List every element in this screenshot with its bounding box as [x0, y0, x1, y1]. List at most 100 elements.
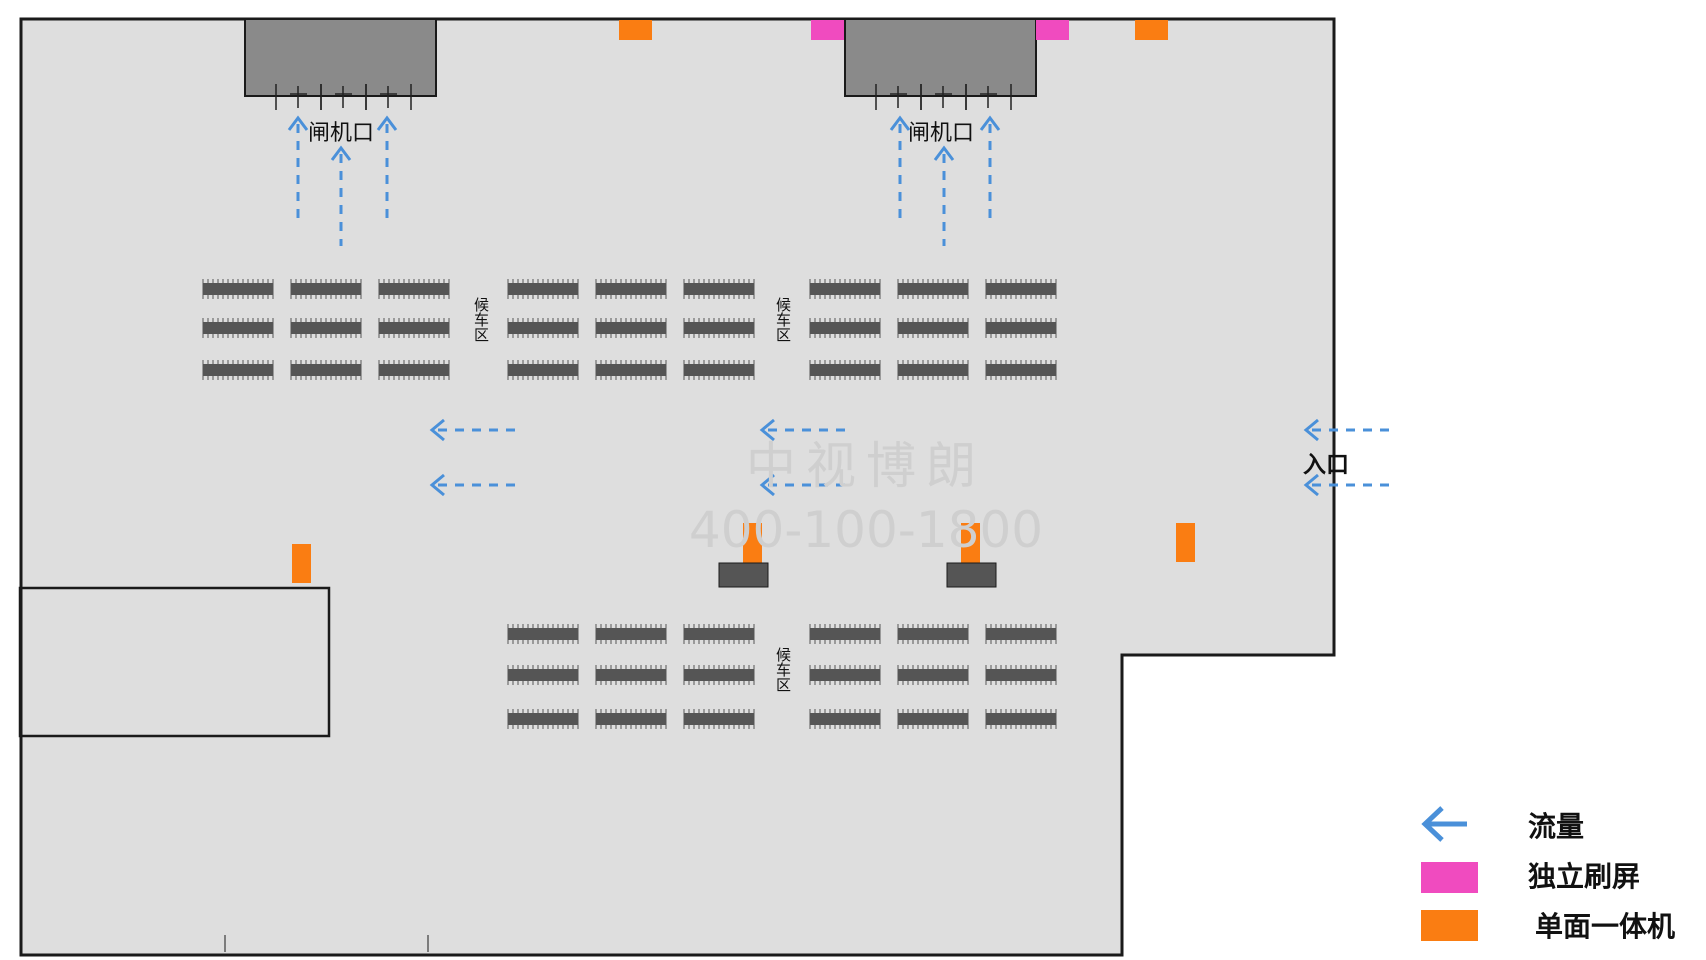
flow-head — [429, 418, 445, 442]
seat-row — [683, 624, 755, 644]
seat-row — [897, 279, 969, 299]
flow-head — [759, 473, 775, 497]
seat-row — [809, 279, 881, 299]
flow-arrow — [1303, 418, 1390, 442]
seat-row — [507, 709, 579, 729]
watermark-name: 中视博朗 — [746, 437, 986, 495]
seat-row — [290, 279, 362, 299]
seat-row — [507, 360, 579, 380]
legend-standalone-screen-swatch — [1421, 862, 1478, 893]
waiting-area-label: 候车区 — [774, 297, 792, 342]
seat-row — [290, 360, 362, 380]
legend-single-kiosk-swatch — [1421, 910, 1478, 941]
seat-row — [595, 624, 667, 644]
gate-left: 闸机口 — [244, 18, 437, 146]
seat-row — [683, 665, 755, 685]
seat-row — [809, 624, 881, 644]
flow-head — [759, 418, 775, 442]
seat-row — [507, 318, 579, 338]
flow-arrow — [376, 115, 398, 218]
legend: 流量 独立刷屏 单面一体机 — [1421, 806, 1675, 943]
gate-block — [244, 18, 437, 97]
turnstile-group — [275, 84, 412, 110]
flow-arrow — [979, 115, 1001, 218]
flow-head — [1303, 418, 1319, 442]
gate-block — [844, 18, 1037, 97]
seat-row — [202, 279, 274, 299]
seat-row — [897, 665, 969, 685]
single-kiosk — [961, 523, 980, 563]
flow-arrow — [759, 418, 848, 442]
seat-row — [595, 279, 667, 299]
flow-head — [979, 115, 1001, 131]
waiting-area-label: 候车区 — [774, 647, 792, 692]
flow-arrow — [287, 115, 309, 218]
passenger-flow — [287, 115, 1390, 497]
seat-row — [290, 318, 362, 338]
side-room — [18, 586, 331, 738]
seat-row — [897, 709, 969, 729]
waiting-seats — [202, 279, 1057, 729]
seat-row — [595, 665, 667, 685]
single-kiosk — [743, 523, 762, 563]
gate-label: 闸机口 — [908, 121, 974, 146]
legend-flow-label: 流量 — [1528, 810, 1584, 843]
seat-row — [378, 318, 450, 338]
flow-head — [889, 115, 911, 131]
seat-row — [202, 360, 274, 380]
seat-row — [507, 665, 579, 685]
seat-row — [985, 360, 1057, 380]
floor-area — [19, 17, 1336, 957]
flow-head — [376, 115, 398, 131]
waiting-area-label: 候车区 — [472, 297, 490, 342]
left-arrow-icon — [1421, 806, 1467, 842]
flow-head — [287, 115, 309, 131]
seat-row — [595, 709, 667, 729]
seat-row — [809, 360, 881, 380]
standalone-screen — [811, 20, 844, 40]
seat-row — [985, 318, 1057, 338]
kiosk-base — [718, 562, 769, 588]
seat-row — [985, 665, 1057, 685]
entrance-label: 入口 — [1303, 452, 1349, 478]
seat-row — [595, 360, 667, 380]
turnstile-group — [875, 84, 1012, 110]
flow-arrow — [889, 115, 911, 218]
seat-row — [507, 279, 579, 299]
flow-arrow — [429, 418, 520, 442]
flow-head — [429, 473, 445, 497]
single-kiosk — [1135, 20, 1168, 40]
flow-arrow — [1303, 473, 1390, 497]
legend-standalone-screen-label: 独立刷屏 — [1528, 860, 1640, 893]
single-kiosk — [292, 544, 311, 583]
seat-row — [683, 318, 755, 338]
flow-head — [330, 145, 352, 161]
seat-row — [985, 624, 1057, 644]
standalone-screen — [1036, 20, 1069, 40]
flow-head — [933, 145, 955, 161]
seat-row — [985, 279, 1057, 299]
seat-row — [683, 360, 755, 380]
seat-row — [202, 318, 274, 338]
seat-row — [507, 624, 579, 644]
seat-row — [683, 709, 755, 729]
flow-head — [1303, 473, 1319, 497]
seat-row — [683, 279, 755, 299]
single-kiosk — [1176, 523, 1195, 562]
flow-arrow — [933, 145, 955, 246]
seat-row — [897, 624, 969, 644]
seat-row — [985, 709, 1057, 729]
kiosk-base — [946, 562, 997, 588]
seat-row — [378, 360, 450, 380]
flow-arrow — [330, 145, 352, 246]
single-kiosk — [619, 20, 652, 40]
flow-arrow — [759, 473, 848, 497]
gate-label: 闸机口 — [308, 121, 374, 146]
seat-row — [897, 318, 969, 338]
watermark-phone: 400-100-1800 — [689, 501, 1043, 559]
seat-row — [809, 709, 881, 729]
seat-row — [897, 360, 969, 380]
seat-row — [809, 318, 881, 338]
seat-row — [378, 279, 450, 299]
